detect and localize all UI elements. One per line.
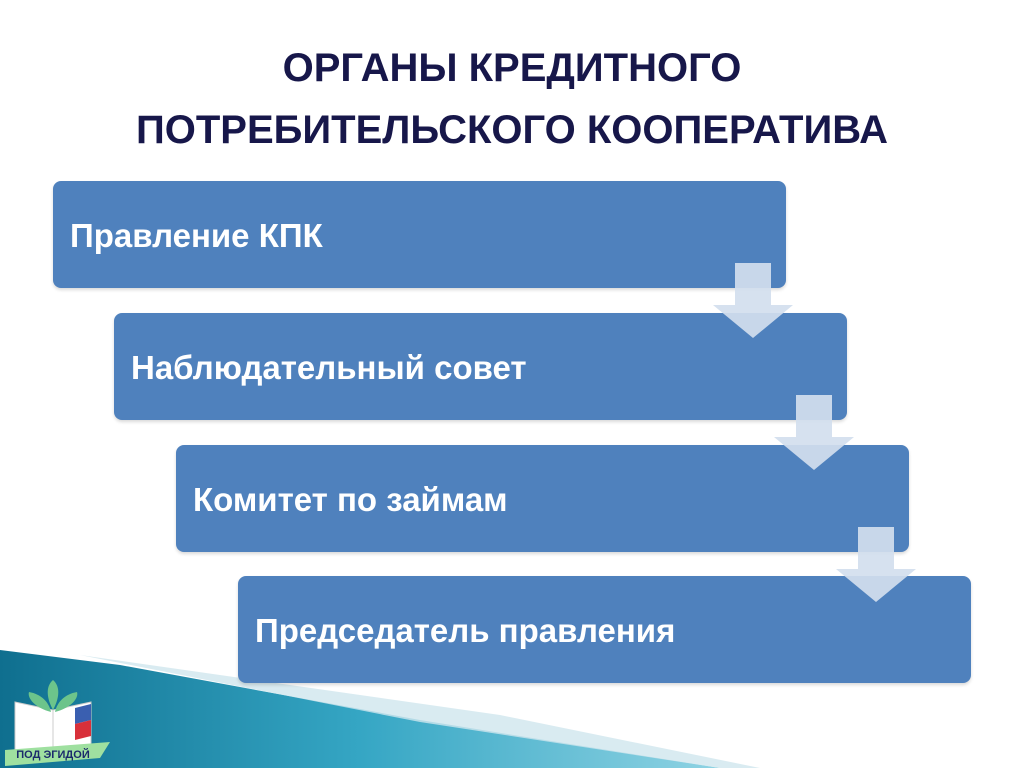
slide-title: ОРГАНЫ КРЕДИТНОГО ПОТРЕБИТЕЛЬСКОГО КООПЕ… bbox=[0, 37, 1024, 161]
title-line-2: ПОТРЕБИТЕЛЬСКОГО КООПЕРАТИВА bbox=[136, 108, 888, 152]
cooperative-logo: ПОД ЭГИДОЙ bbox=[5, 680, 110, 766]
title-line-1: ОРГАНЫ КРЕДИТНОГО bbox=[282, 46, 742, 90]
svg-text:ПОД ЭГИДОЙ: ПОД ЭГИДОЙ bbox=[16, 748, 90, 761]
step-label: Наблюдательный совет bbox=[131, 349, 527, 386]
step-box-board: Правление КПК bbox=[53, 181, 786, 288]
step-label: Правление КПК bbox=[70, 217, 323, 254]
step-box-loan-committee: Комитет по займам bbox=[176, 445, 909, 552]
step-label: Председатель правления bbox=[255, 612, 676, 649]
down-arrow-icon bbox=[713, 263, 793, 338]
down-arrow-icon bbox=[774, 395, 854, 470]
step-label: Комитет по займам bbox=[193, 481, 508, 518]
step-box-supervisory-council: Наблюдательный совет bbox=[114, 313, 847, 420]
down-arrow-icon bbox=[836, 527, 916, 602]
step-box-chairman: Председатель правления bbox=[238, 576, 971, 683]
